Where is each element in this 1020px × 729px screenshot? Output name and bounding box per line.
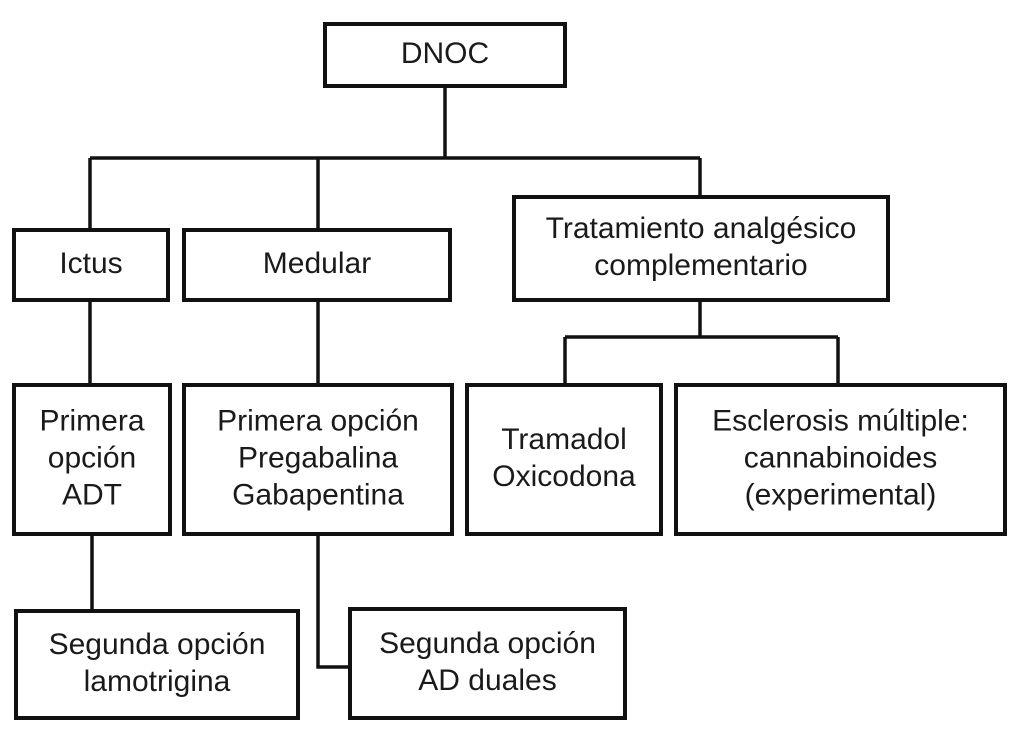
- node-label-ictus-primera-line-1: Primera: [39, 404, 144, 437]
- node-label-tramadol-line-2: Oxicodona: [492, 460, 636, 493]
- node-label-dnoc-line-1: DNOC: [401, 37, 489, 70]
- node-label-medular-segunda-line-2: AD duales: [418, 664, 556, 697]
- node-label-esclerosis-line-3: (experimental): [745, 478, 937, 511]
- node-label-tratamiento-line-2: complementario: [594, 249, 807, 282]
- node-box-medular-segunda: [350, 609, 625, 718]
- node-medular-segunda[interactable]: Segunda opción AD duales: [350, 609, 625, 718]
- node-dnoc[interactable]: DNOC: [325, 24, 565, 86]
- node-label-ictus-segunda-line-2: lamotrigina: [84, 665, 231, 698]
- node-box-dnoc: [325, 24, 565, 86]
- node-box-medular: [184, 230, 450, 300]
- node-box-esclerosis: [676, 385, 1005, 534]
- node-label-medular-primera-line-2: Pregabalina: [238, 441, 398, 474]
- node-label-tramadol-line-1: Tramadol: [501, 423, 627, 456]
- node-box-ictus-segunda: [16, 611, 298, 718]
- node-tratamiento[interactable]: Tratamiento analgésico complementario: [514, 197, 888, 300]
- node-layer: DNOC Ictus Medular Tratamiento analgésico co…: [14, 24, 1005, 718]
- node-ictus-segunda[interactable]: Segunda opción lamotrigina: [16, 611, 298, 718]
- node-label-medular-primera-line-3: Gabapentina: [232, 478, 404, 511]
- node-label-ictus-line-1: Ictus: [59, 247, 122, 280]
- node-label-medular-line-1: Medular: [263, 247, 371, 280]
- node-ictus[interactable]: Ictus: [14, 230, 168, 300]
- node-box-tratamiento: [514, 197, 888, 300]
- node-label-ictus-segunda-line-1: Segunda opción: [49, 628, 266, 661]
- node-label-esclerosis-line-1: Esclerosis múltiple:: [712, 404, 969, 437]
- node-box-ictus-primera: [14, 385, 170, 534]
- node-label-ictus-primera-line-2: opción: [48, 441, 136, 474]
- connector-layer: [88, 86, 840, 669]
- node-label-esclerosis-line-2: cannabinoides: [744, 441, 938, 474]
- node-medular[interactable]: Medular: [184, 230, 450, 300]
- node-box-ictus: [14, 230, 168, 300]
- connector-primera-to-segunda-medular: [316, 534, 350, 669]
- node-label-medular-primera-line-1: Primera opción: [217, 404, 419, 437]
- node-box-tramadol: [467, 385, 661, 534]
- node-box-medular-primera: [184, 385, 452, 534]
- node-label-tratamiento-line-1: Tratamiento analgésico: [546, 212, 857, 245]
- node-label-ictus-primera-line-3: ADT: [62, 478, 122, 511]
- node-label-medular-segunda-line-1: Segunda opción: [379, 627, 596, 660]
- node-esclerosis[interactable]: Esclerosis múltiple: cannabinoides (experi…: [676, 385, 1005, 534]
